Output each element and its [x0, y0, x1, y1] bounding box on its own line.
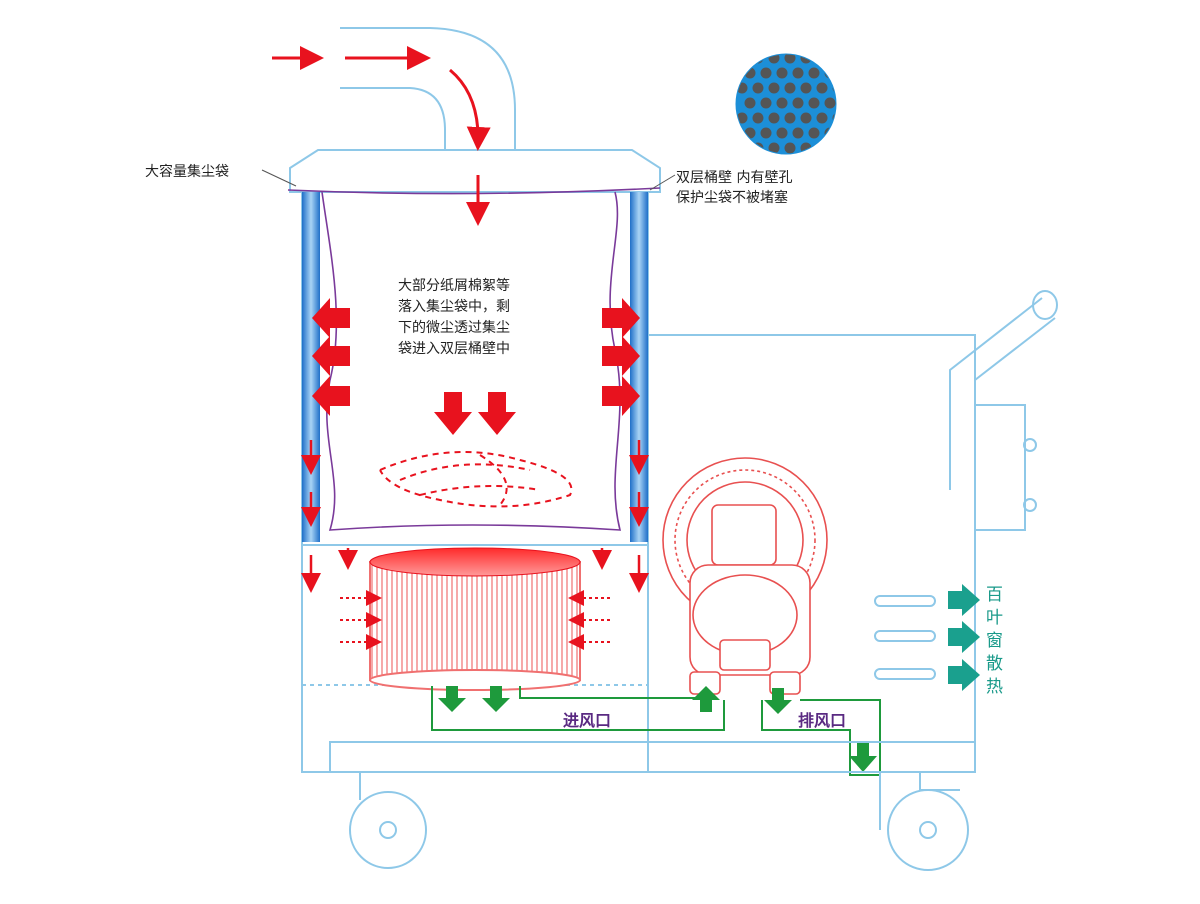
mesh-dot [832, 54, 836, 64]
mesh-dot [768, 142, 780, 154]
side-down-arrows [301, 440, 649, 593]
dust-bag-label: 大容量集尘袋 [145, 164, 229, 180]
mesh-dot [816, 142, 828, 154]
mesh-dot [752, 112, 764, 124]
mesh-dot [808, 67, 820, 79]
description-line-2: 落入集尘袋中，剩 [398, 299, 510, 315]
mesh-dot [760, 67, 772, 79]
blower-motor [662, 457, 828, 695]
mesh-dot [736, 54, 748, 64]
mesh-dot [792, 127, 804, 139]
mesh-dot [816, 54, 828, 64]
mesh-dot [784, 82, 796, 94]
mesh-detail [736, 54, 852, 154]
mesh-dot [784, 142, 796, 154]
louvers [874, 595, 936, 680]
mesh-dot [792, 67, 804, 79]
mesh-dot [752, 54, 764, 64]
mesh-dot [808, 97, 820, 109]
mesh-dot [776, 97, 788, 109]
air-inlet-label: 进风口 [563, 711, 612, 730]
double-wall-line-1: 双层桶壁 内有壁孔 [676, 170, 793, 186]
mesh-dot [832, 142, 836, 154]
mesh-dot [760, 127, 772, 139]
mesh-dot [824, 67, 836, 79]
leader-lines [261, 169, 676, 191]
double-wall-right [630, 192, 648, 542]
mesh-dot [768, 112, 780, 124]
description-line-1: 大部分纸屑棉絮等 [398, 278, 510, 294]
mesh-dot [792, 97, 804, 109]
double-wall-left [302, 192, 320, 542]
filter-inflow-arrows [340, 590, 610, 650]
mesh-dot [816, 82, 828, 94]
mesh-dot [824, 97, 836, 109]
inlet-pipe [340, 27, 516, 150]
mesh-dot [744, 127, 756, 139]
exhaust-duct [431, 686, 881, 776]
filter-cartridge [369, 547, 581, 691]
mesh-dot [841, 68, 852, 79]
mesh-dot [768, 82, 780, 94]
mesh-dot [776, 67, 788, 79]
mesh-dot [768, 54, 780, 64]
mesh-dot [808, 127, 820, 139]
mesh-dot [800, 82, 812, 94]
mesh-dot [784, 112, 796, 124]
double-wall-label: 双层桶壁 内有壁孔 保护尘袋不被堵塞 [676, 168, 792, 208]
base-wheels [329, 741, 976, 871]
mesh-dot [816, 112, 828, 124]
mesh-dot [784, 54, 796, 64]
canister [289, 149, 661, 773]
mesh-dot [736, 142, 748, 154]
mesh-dot [752, 82, 764, 94]
debris-swirl [379, 451, 573, 508]
wall-arrows [312, 298, 640, 435]
air-outlet-label: 排风口 [798, 711, 847, 730]
louver-cooling-label: 百叶窗散热 [986, 585, 1003, 697]
louver-arrows [948, 584, 980, 691]
exhaust-arrows [438, 686, 877, 772]
mesh-dot [841, 128, 852, 139]
motor-housing [648, 290, 1058, 755]
double-wall-line-2: 保护尘袋不被堵塞 [676, 190, 788, 206]
mesh-dot [800, 112, 812, 124]
mesh-dot [744, 97, 756, 109]
description-line-3: 下的微尘透过集尘 [398, 320, 510, 336]
mesh-dot [776, 127, 788, 139]
mesh-dot [760, 97, 772, 109]
description-line-4: 袋进入双层桶壁中 [398, 341, 510, 357]
mesh-dot [841, 98, 852, 109]
intake-arrows [272, 46, 491, 226]
description-text: 大部分纸屑棉絮等 落入集尘袋中，剩 下的微尘透过集尘 袋进入双层桶壁中 [398, 276, 510, 360]
